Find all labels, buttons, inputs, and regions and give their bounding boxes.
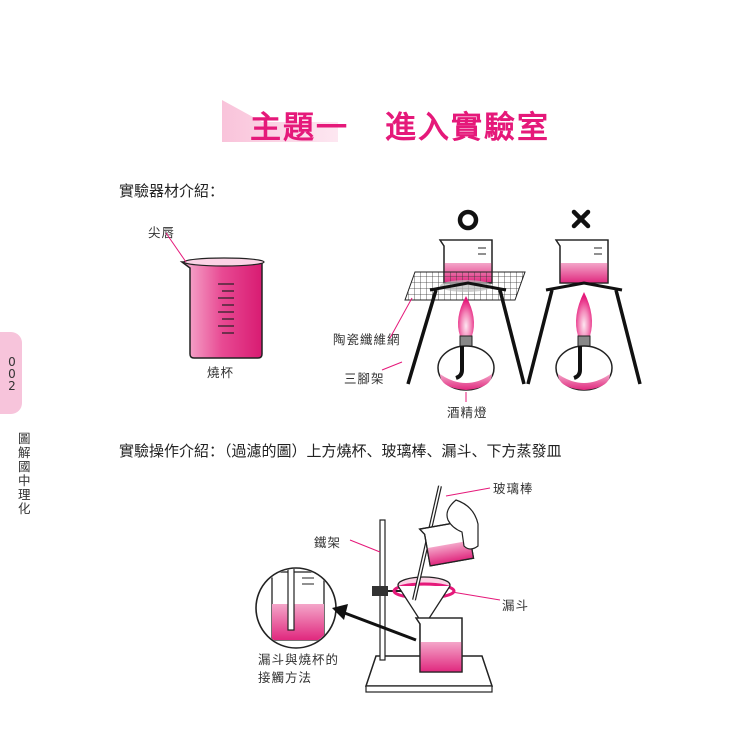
label-contact-line1: 漏斗與燒杯的 (258, 652, 340, 667)
section-equipment-heading: 實驗器材介紹： (119, 182, 225, 200)
label-tripod: 三腳架 (344, 371, 385, 386)
side-tab (0, 332, 22, 414)
book-title: 圖解國中理化 (18, 431, 31, 516)
label-beaker: 燒杯 (207, 365, 235, 380)
label-gauze: 陶瓷纖維網 (333, 332, 401, 347)
page-title: 主題一進入實驗室 (222, 96, 552, 146)
label-burner: 酒精燈 (447, 405, 488, 420)
beaker-illustration (165, 232, 265, 359)
label-iron-stand: 鐵架 (314, 535, 342, 550)
wrong-setup (526, 209, 642, 391)
label-glass-rod: 玻璃棒 (493, 481, 534, 496)
section-operation-heading: 實驗操作介紹：（過濾的圖）上方燒杯、玻璃棒、漏斗、下方蒸發皿 (119, 442, 562, 460)
wrong-cross-icon (571, 209, 591, 229)
correct-circle-icon (457, 209, 479, 231)
label-funnel: 漏斗 (502, 598, 530, 613)
title-part1: 主題一 (250, 110, 349, 146)
title-pink-banner (222, 100, 338, 142)
title-part2: 進入實驗室 (385, 110, 550, 146)
filtration-setup (255, 485, 501, 693)
label-spout: 尖唇 (148, 225, 176, 240)
correct-setup (381, 209, 526, 402)
label-contact-line2: 接觸方法 (258, 670, 313, 685)
